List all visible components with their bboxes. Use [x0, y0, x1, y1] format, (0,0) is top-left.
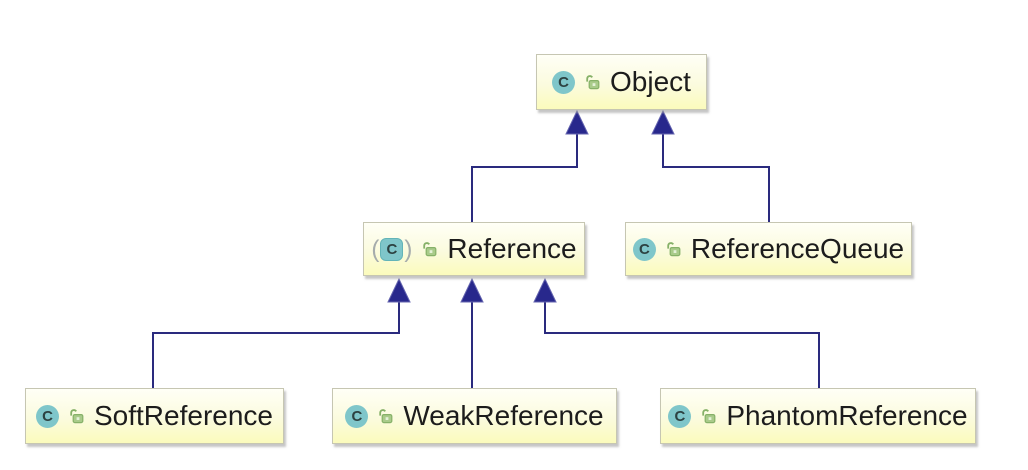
- class-name-label: PhantomReference: [726, 400, 968, 431]
- arrowhead-icon: [460, 277, 484, 303]
- abstract-class-icon: ( C ): [371, 235, 413, 263]
- class-name-label: Object: [610, 66, 691, 97]
- edge-weakreference-to-reference[interactable]: [460, 277, 484, 388]
- class-name-label: ReferenceQueue: [690, 233, 905, 264]
- class-icon: C: [36, 404, 59, 428]
- arrowhead-icon: [387, 277, 411, 303]
- unlock-icon: [702, 408, 716, 423]
- class-name-label: Reference: [447, 233, 577, 264]
- unlock-icon: [379, 408, 393, 423]
- class-node-object[interactable]: C Object: [536, 54, 707, 110]
- unlock-icon: [667, 241, 681, 256]
- edge-softreference-to-reference[interactable]: [152, 277, 411, 388]
- class-node-referencequeue[interactable]: C ReferenceQueue: [625, 222, 912, 276]
- edge-referencequeue-to-object[interactable]: [651, 109, 770, 222]
- unlock-icon: [423, 241, 437, 256]
- class-icon: C: [552, 70, 576, 94]
- arrowhead-icon: [651, 109, 675, 135]
- class-icon: C: [632, 237, 656, 261]
- class-icon: C: [668, 404, 692, 428]
- arrowhead-icon: [565, 109, 589, 135]
- edge-reference-to-object[interactable]: [471, 109, 589, 222]
- class-node-phantomreference[interactable]: C PhantomReference: [660, 388, 976, 444]
- class-node-softreference[interactable]: C SoftReference: [25, 388, 284, 444]
- edge-phantomreference-to-reference[interactable]: [533, 277, 820, 388]
- unlock-icon: [586, 74, 600, 89]
- class-node-reference[interactable]: ( C ) Reference: [363, 222, 585, 276]
- unlock-icon: [70, 408, 84, 423]
- class-name-label: WeakReference: [403, 400, 604, 431]
- class-name-label: SoftReference: [94, 400, 273, 431]
- class-icon: C: [345, 404, 369, 428]
- arrowhead-icon: [533, 277, 557, 303]
- class-node-weakreference[interactable]: C WeakReference: [332, 388, 617, 444]
